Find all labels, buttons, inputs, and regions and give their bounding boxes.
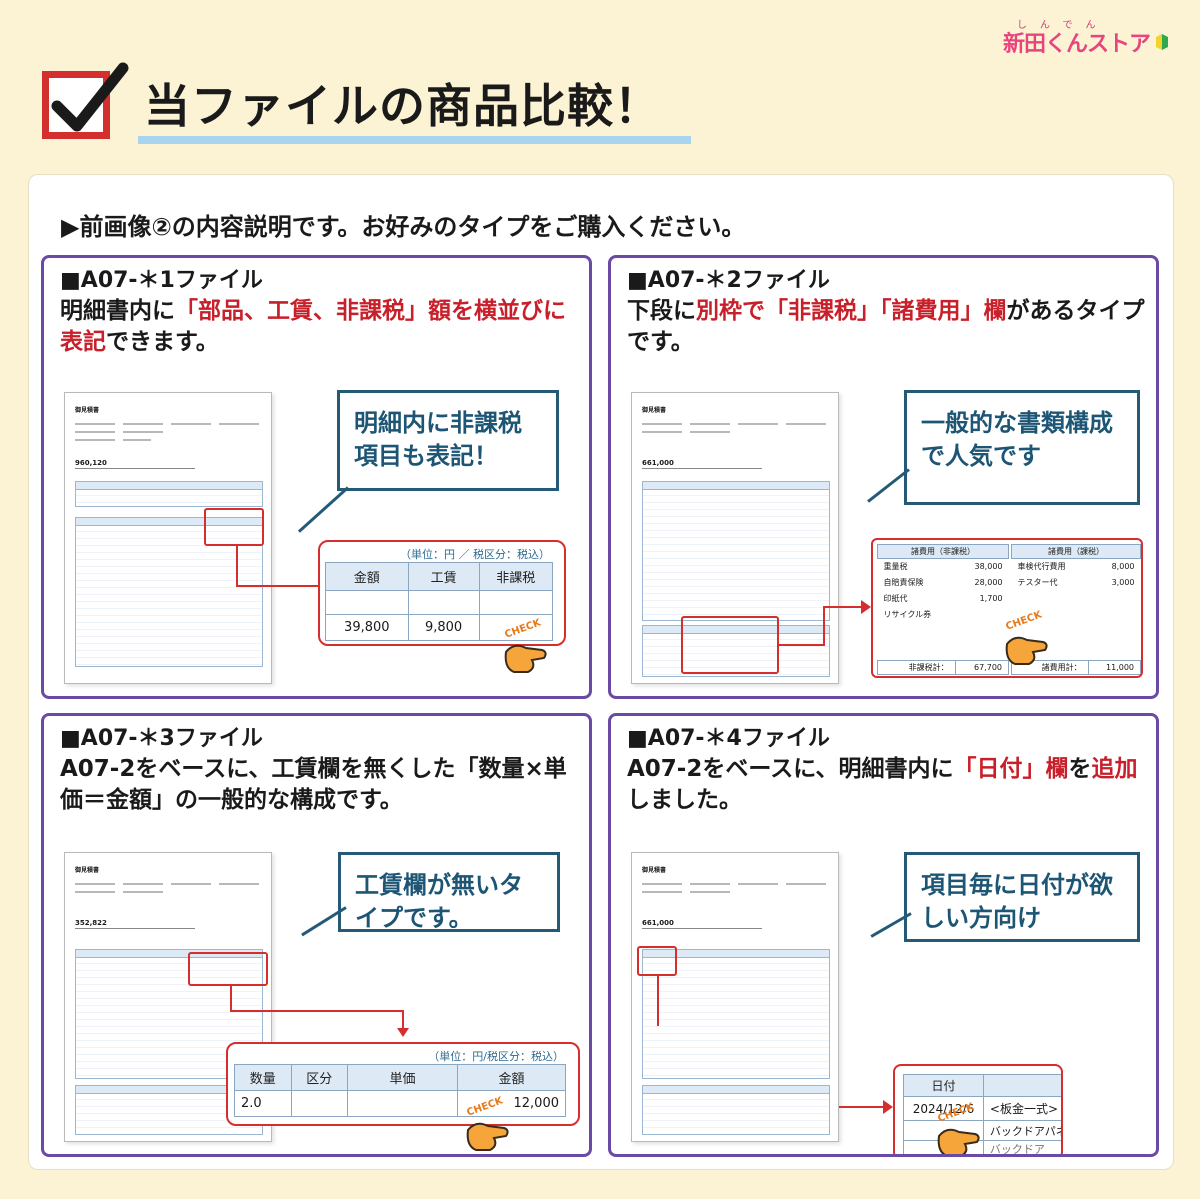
document-thumbnail: 御見積書 661,000 (631, 392, 839, 684)
svg-text:CHECK: CHECK (936, 1102, 976, 1125)
unit-note: （単位：円/税区分：税込） (428, 1050, 564, 1063)
cell-item: バックドア (982, 1140, 1061, 1154)
panel-description: A07-2をベースに、工賃欄を無くした「数量×単価＝金額」の一般的な構成です。 (60, 756, 567, 813)
panel-file-2: ■A07-＊2ファイル 下段に別枠で「非課税」「諸費用」欄があるタイプです。 御… (608, 255, 1159, 699)
callout-box: 項目毎に日付が欲しい方向け (904, 852, 1140, 942)
store-logo: しんでん 新田くんストア (1002, 20, 1170, 58)
cell-value: 9,800 (407, 614, 480, 641)
unit-note: （単位：円 ／ 税区分：税込） (400, 548, 550, 561)
intro-text: ▶前画像②の内容説明です。お好みのタイプをご購入ください。 (61, 213, 746, 241)
logo-text: 新田くんストア (1002, 32, 1151, 57)
column-header: 日付 (903, 1074, 984, 1097)
doc-title: 御見積書 (75, 867, 100, 874)
column-header: 区分 (290, 1064, 348, 1091)
doc-title: 御見積書 (642, 407, 667, 414)
panel-title: ■A07-＊2ファイル (627, 268, 830, 293)
panel-file-1: ■A07-＊1ファイル 明細書内に「部品、工賃、非課税」額を横並びに表記できます… (41, 255, 592, 699)
svg-text:CHECK: CHECK (503, 618, 543, 641)
doc-total: 661,000 (642, 459, 762, 469)
page-headline: 当ファイルの商品比較！ (42, 62, 691, 144)
check-hand-icon: CHECK (465, 1096, 509, 1151)
doc-title: 御見積書 (642, 867, 667, 874)
highlight-box (637, 946, 677, 976)
highlight-box (188, 952, 268, 986)
panel-description: 明細書内に「部品、工賃、非課税」額を横並びに表記できます。 (60, 298, 566, 355)
panel-file-3: ■A07-＊3ファイル A07-2をベースに、工賃欄を無くした「数量×単価＝金額… (41, 713, 592, 1157)
panel-title: ■A07-＊1ファイル (60, 268, 263, 293)
cell-value: 39,800 (325, 614, 409, 641)
callout-box: 一般的な書類構成で人気です (904, 390, 1140, 505)
column-header: 数量 (234, 1064, 292, 1091)
page-title: 当ファイルの商品比較！ (138, 70, 691, 144)
svg-text:CHECK: CHECK (465, 1096, 505, 1119)
check-hand-icon: CHECK (503, 618, 547, 673)
checkbox-icon (42, 62, 129, 139)
cell-date: 2024/12/6 (903, 1096, 984, 1121)
cell-item: バックドアパネ (982, 1120, 1061, 1141)
cell-value (478, 614, 554, 641)
doc-title: 御見積書 (75, 407, 100, 414)
highlight-box (204, 508, 264, 546)
panel-title: ■A07-＊3ファイル (60, 726, 263, 751)
column-header: 金額 (325, 562, 409, 591)
callout-box: 明細内に非課税項目も表記！ (337, 390, 559, 491)
cell-value: 2.0 (234, 1090, 292, 1117)
check-hand-icon: CHECK (936, 1102, 980, 1154)
column-header: 単価 (347, 1064, 458, 1091)
callout-box: 工賃欄が無いタイプです。 (338, 852, 560, 932)
column-header: 工賃 (407, 562, 480, 591)
document-thumbnail: 御見積書 661,000 (631, 852, 839, 1142)
highlight-box (681, 616, 779, 674)
panel-title: ■A07-＊4ファイル (627, 726, 830, 751)
svg-text:CHECK: CHECK (1004, 610, 1044, 633)
zoomed-table: （単位：円/税区分：税込） 数量 区分 単価 金額 2.0 12,000 (226, 1042, 580, 1126)
zoomed-table: （単位：円 ／ 税区分：税込） 金額 工賃 非課税 39,800 9,800 (318, 540, 566, 646)
check-hand-icon: CHECK (1004, 610, 1048, 665)
cell-value (290, 1090, 348, 1117)
doc-total: 960,120 (75, 459, 195, 469)
panel-description: A07-2をベースに、明細書内に「日付」欄を追加しました。 (627, 756, 1138, 813)
panel-file-4: ■A07-＊4ファイル A07-2をベースに、明細書内に「日付」欄を追加しました… (608, 713, 1159, 1157)
cell-value: 12,000 (457, 1090, 566, 1117)
document-thumbnail: 御見積書 960,120 (64, 392, 272, 684)
cell-value (347, 1090, 458, 1117)
doc-total: 661,000 (642, 919, 762, 929)
column-header: 非課税 (478, 562, 554, 591)
title-underline (138, 136, 691, 144)
panel-description: 下段に別枠で「非課税」「諸費用」欄があるタイプです。 (627, 298, 1145, 355)
logo-ruby: しんでん (1016, 20, 1109, 31)
cell-item: <板金一式> (982, 1096, 1061, 1121)
doc-total: 352,822 (75, 919, 195, 929)
main-card: ▶前画像②の内容説明です。お好みのタイプをご購入ください。 ■A07-＊1ファイ… (28, 174, 1174, 1170)
column-header: 金額 (457, 1064, 566, 1091)
beginner-leaf-icon (1156, 34, 1168, 50)
